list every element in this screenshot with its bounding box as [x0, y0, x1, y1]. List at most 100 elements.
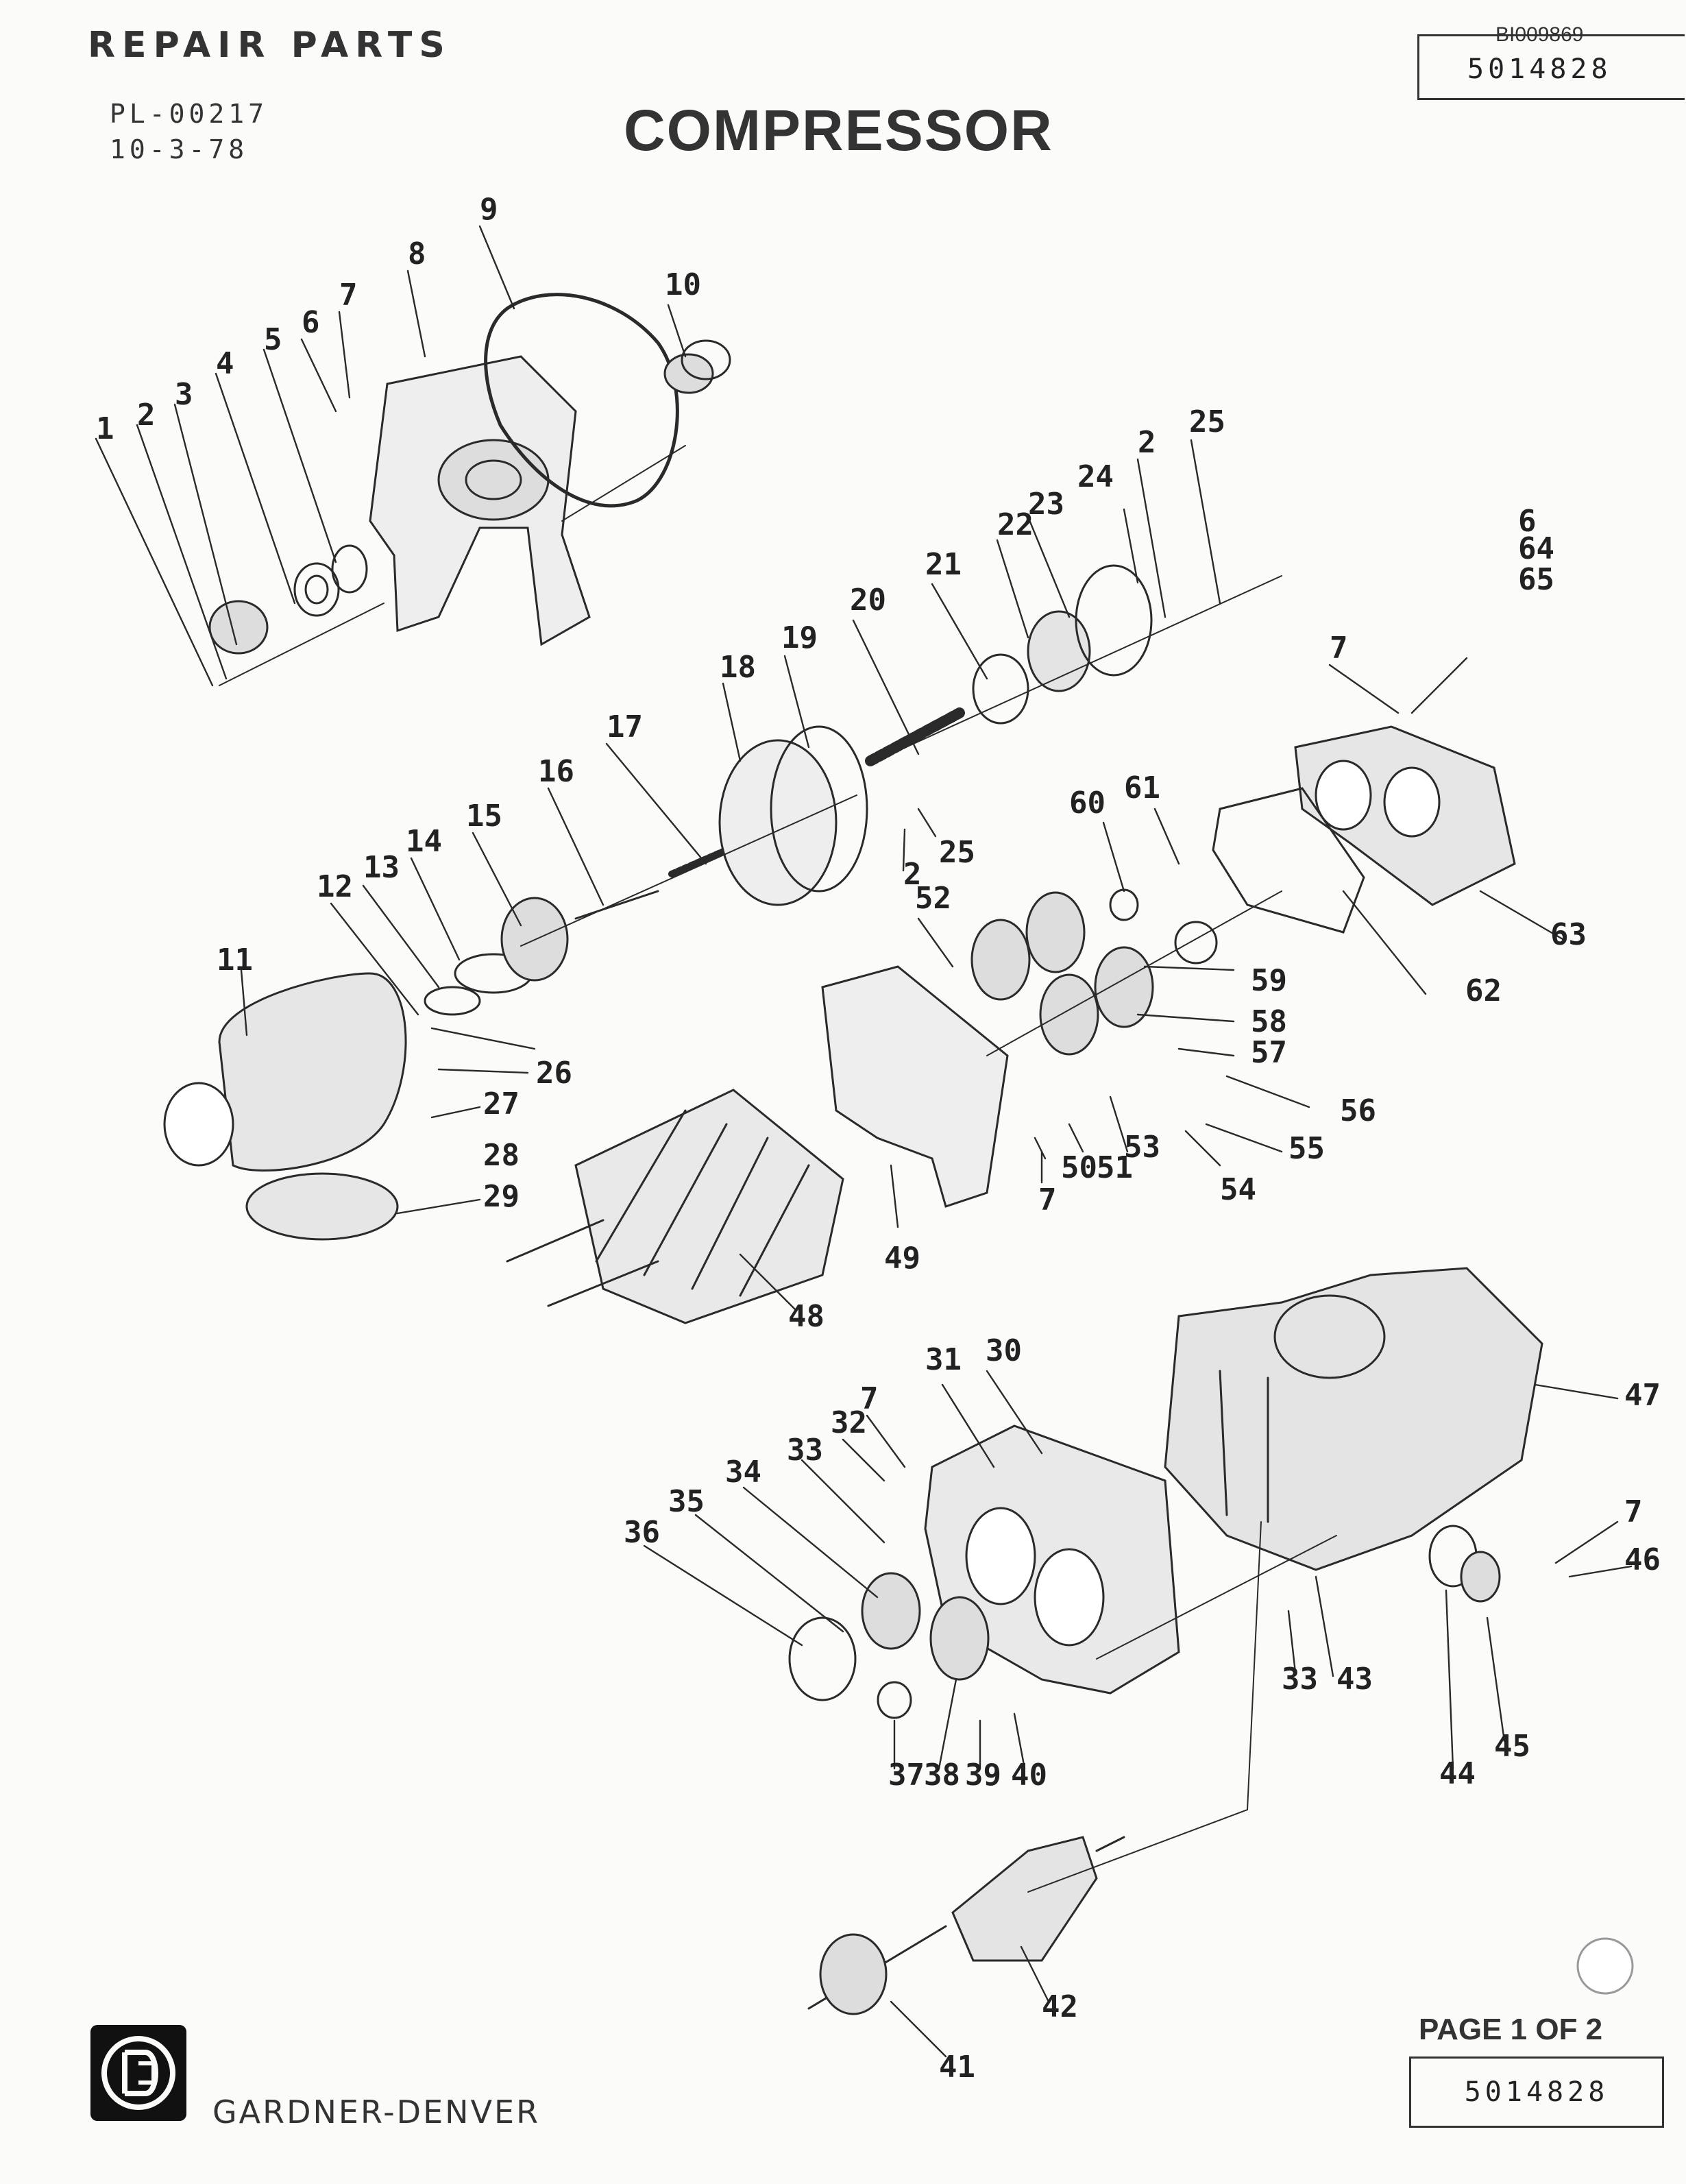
callout-4: 4 [216, 346, 234, 381]
callout-47: 47 [1624, 1378, 1661, 1413]
callout-61: 61 [1124, 771, 1160, 805]
callout-12: 12 [317, 869, 353, 904]
axis-lines [219, 445, 1337, 1893]
callout-41: 41 [939, 2050, 975, 2085]
callout-10: 10 [665, 267, 701, 302]
callout-20: 20 [850, 583, 886, 618]
callout-19: 19 [781, 620, 818, 655]
callout-59: 59 [1251, 963, 1287, 998]
callout-11: 11 [217, 943, 253, 978]
callout-6: 6 [1518, 504, 1537, 539]
callout-58: 58 [1251, 1004, 1287, 1039]
callout-40: 40 [1011, 1758, 1047, 1793]
part-number-box-bottom: 5014828 [1409, 2056, 1664, 2128]
part-8-bracket [369, 355, 591, 646]
callout-32: 32 [831, 1405, 867, 1440]
page-title: COMPRESSOR [624, 98, 1053, 162]
callout-55: 55 [1288, 1131, 1325, 1166]
callout-54: 54 [1220, 1172, 1256, 1207]
callout-2: 2 [903, 857, 922, 892]
callout-7: 7 [1330, 631, 1348, 666]
callout-5: 5 [264, 322, 282, 357]
callout-46: 46 [1624, 1542, 1661, 1577]
callout-56: 56 [1340, 1093, 1376, 1128]
callout-60: 60 [1069, 786, 1105, 821]
callout-14: 14 [406, 824, 442, 859]
pl-number: PL-00217 [110, 99, 269, 129]
callout-24: 24 [1077, 459, 1114, 494]
callout-17: 17 [607, 709, 643, 744]
part-20-spring [865, 707, 965, 766]
part-11-inlet-housing [163, 972, 407, 1241]
part-62-gasket [1212, 787, 1365, 934]
callout-16: 16 [538, 754, 574, 789]
leader-lines [95, 225, 1633, 2058]
parts-34-38-bearings [788, 1572, 990, 1719]
callout-18: 18 [720, 650, 756, 685]
callout-23: 23 [1028, 487, 1064, 522]
callout-45: 45 [1494, 1729, 1530, 1764]
document-info: PL-00217 10-3-78 [110, 96, 268, 167]
callout-42: 42 [1042, 1989, 1078, 2024]
callout-9: 9 [480, 192, 498, 227]
callout-35: 35 [668, 1484, 705, 1519]
part-31-bores [965, 1507, 1105, 1647]
callout-13: 13 [363, 850, 400, 885]
section-title: REPAIR PARTS [88, 25, 452, 66]
callout-65: 65 [1518, 562, 1554, 597]
callout-44: 44 [1439, 1756, 1476, 1791]
parts-18-19-flange [718, 725, 868, 906]
part-47-main-casing [1164, 1267, 1543, 1571]
page-indicator: PAGE 1 OF 2 [1419, 2013, 1603, 2046]
part-48-rotor [506, 1089, 844, 1324]
part-10-coupling [663, 339, 731, 394]
part-number-box-top: 5014828 [1417, 34, 1685, 100]
callout-7: 7 [1038, 1182, 1057, 1217]
part-16-shaft [574, 890, 659, 920]
part-49-bearing-housing [821, 965, 1009, 1208]
callout-43: 43 [1336, 1662, 1373, 1697]
callout-63: 63 [1550, 917, 1587, 952]
callout-21: 21 [925, 547, 962, 582]
callout-29: 29 [483, 1179, 520, 1214]
callout-39: 39 [965, 1758, 1001, 1793]
callout-6: 6 [302, 305, 320, 340]
callout-33: 33 [1282, 1662, 1318, 1697]
callout-15: 15 [466, 799, 502, 834]
document-date: 10-3-78 [110, 134, 249, 165]
callout-8: 8 [408, 236, 426, 271]
callout-25: 25 [939, 835, 975, 870]
callout-31: 31 [925, 1342, 962, 1377]
callout-27: 27 [483, 1087, 520, 1121]
callout-1: 1 [96, 411, 114, 446]
gardner-denver-logo [90, 2025, 186, 2121]
part-42-rotor [951, 1836, 1098, 1962]
parts-21-24-piston [972, 564, 1153, 725]
callout-49: 49 [884, 1241, 920, 1276]
parts-58-60-bearings [970, 888, 1218, 1056]
callout-30: 30 [986, 1333, 1022, 1368]
callout-37: 37 [888, 1758, 925, 1793]
callout-50: 50 [1061, 1150, 1097, 1185]
callout-28: 28 [483, 1138, 520, 1173]
callout-26: 26 [536, 1056, 572, 1091]
company-name: GARDNER-DENVER [212, 2094, 541, 2131]
callout-64: 64 [1518, 531, 1554, 566]
callout-34: 34 [725, 1455, 761, 1490]
callout-3: 3 [175, 377, 193, 412]
callout-51: 51 [1097, 1150, 1133, 1185]
callout-53: 53 [1124, 1130, 1160, 1165]
callout-7: 7 [860, 1381, 879, 1416]
callout-22: 22 [997, 507, 1034, 542]
callout-48: 48 [788, 1299, 824, 1334]
callout-2: 2 [137, 398, 156, 433]
callout-57: 57 [1251, 1035, 1287, 1070]
part-17-spring [668, 847, 730, 877]
punch-hole [1576, 1937, 1634, 1995]
part-9-gasket [484, 293, 679, 508]
callout-62: 62 [1465, 973, 1502, 1008]
callout-38: 38 [924, 1758, 960, 1793]
part-41-bearing [819, 1933, 888, 2015]
